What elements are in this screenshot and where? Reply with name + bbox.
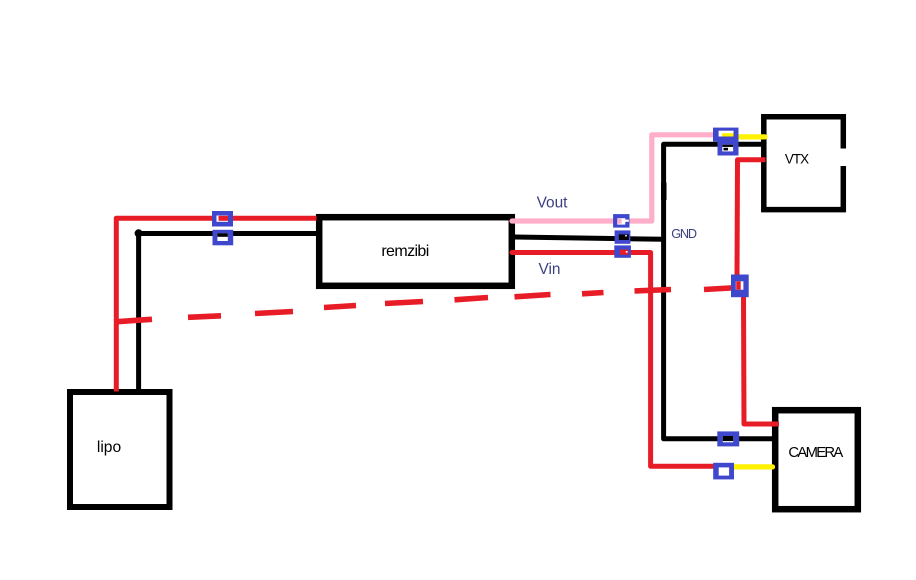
svg-text:Vout: Vout [537, 194, 569, 211]
svg-text:lipo: lipo [97, 439, 122, 456]
svg-text:GND: GND [671, 227, 697, 241]
svg-text:Vin: Vin [539, 261, 561, 278]
svg-text:VTX: VTX [785, 152, 809, 167]
svg-text:remzibi: remzibi [381, 243, 428, 260]
svg-text:CAMERA: CAMERA [788, 445, 843, 461]
